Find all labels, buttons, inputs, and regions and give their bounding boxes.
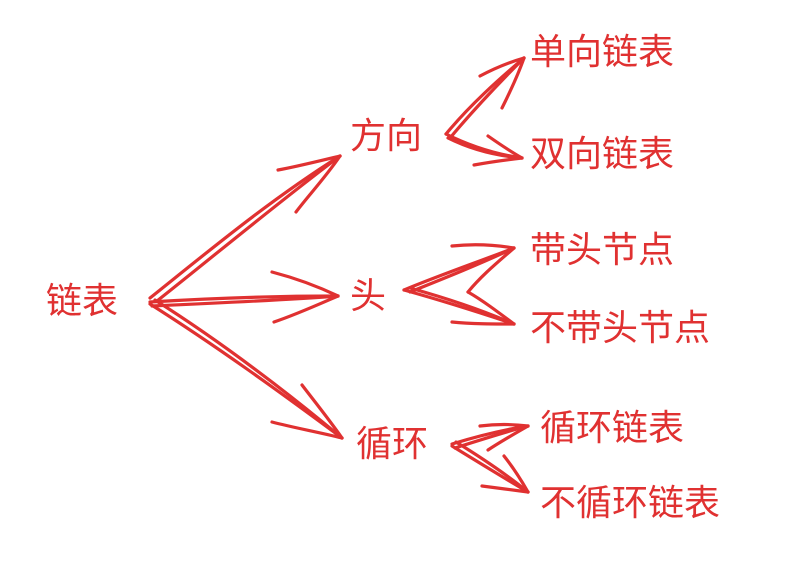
arrow-root-to-direction xyxy=(148,154,342,303)
node-cycle: 循环 xyxy=(356,424,428,465)
arrow-root-to-cycle xyxy=(148,298,344,440)
arrow-head-to-with-head xyxy=(402,243,516,294)
node-without-head: 不带头节点 xyxy=(530,308,710,349)
arrow-direction-to-singly xyxy=(444,56,526,140)
node-non-circular: 不循环链表 xyxy=(540,483,720,524)
node-with-head: 带头节点 xyxy=(530,230,674,271)
node-head: 头 xyxy=(350,276,386,317)
node-direction: 方向 xyxy=(350,116,422,157)
node-root: 链表 xyxy=(46,281,118,322)
node-doubly-linked: 双向链表 xyxy=(530,134,674,175)
node-circular: 循环链表 xyxy=(540,408,684,449)
arrow-direction-to-doubly xyxy=(444,132,524,167)
arrow-cycle-to-non-circular xyxy=(450,440,530,494)
arrow-head-to-without-head xyxy=(402,286,516,326)
arrow-root-to-head xyxy=(148,270,340,324)
node-singly-linked: 单向链表 xyxy=(530,32,674,73)
